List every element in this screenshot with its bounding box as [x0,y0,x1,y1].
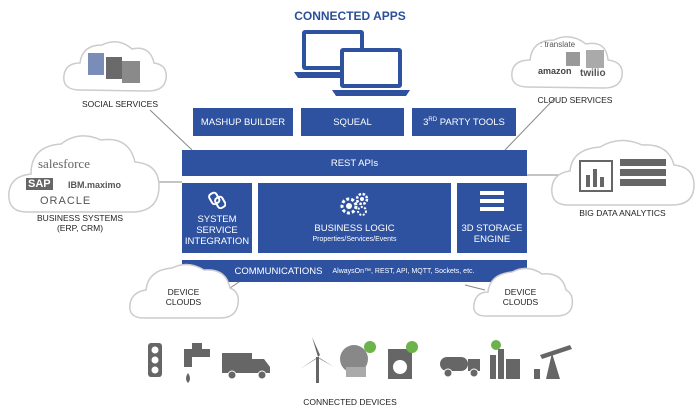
device-clouds-left-label: DEVICE CLOUDS [165,287,202,307]
system-label-3: INTEGRATION [184,236,250,247]
washing-machine-icon [388,341,418,379]
devices-row [148,337,572,383]
system-label-2: SERVICE [196,225,238,236]
twilio-logo: twilio [580,68,606,79]
storage-label-1: 3D STORAGE [461,223,523,234]
squeal-label: SQUEAL [333,116,372,128]
oracle-logo: ORACLE [40,195,92,207]
system-label-1: SYSTEM [197,214,237,225]
translate-logo: : translate [540,40,576,49]
business-logic-sub: Properties/Services/Events [312,236,397,243]
mashup-builder-label: MASHUP BUILDER [200,116,286,128]
device-cloud-right [473,267,574,317]
social-cloud [63,41,167,92]
service-icon [340,341,376,377]
business-logic-label: BUSINESS LOGIC [314,223,395,234]
ibm-maximo-logo: IBM.maximo [68,180,122,190]
tanker-truck-icon [440,357,480,378]
big-data-label: BIG DATA ANALYTICS [579,208,666,218]
device-clouds-right-label: DEVICE CLOUDS [502,287,539,307]
oil-pump-icon [534,345,572,379]
big-data-cloud [551,139,695,206]
link-icon [208,191,226,209]
factory-icon [490,340,520,379]
sap-logo: SAP [26,178,53,190]
device-cloud-left [129,263,240,319]
communications-label: COMMUNICATIONS [234,265,323,277]
cloud-services-label: CLOUD SERVICES [537,95,613,105]
business-systems-label: BUSINESS SYSTEMS (ERP, CRM) [37,213,123,233]
storage-engine-box: 3D STORAGE ENGINE [457,183,527,253]
amazon-logo: amazon [538,66,572,76]
truck-icon [222,353,270,380]
connected-apps-title: CONNECTED APPS [294,9,406,23]
rest-apis-bar: REST APIs [182,150,527,176]
business-logic-box: BUSINESS LOGIC Properties/Services/Event… [258,183,451,253]
squeal-box: SQUEAL [301,108,404,136]
mashup-builder-box: MASHUP BUILDER [193,108,293,136]
communications-bar: COMMUNICATIONS AlwaysOn™, REST, API, MQT… [182,260,527,282]
third-party-tools-box: 3RD PARTY TOOLS [412,108,516,136]
faucet-icon [184,343,210,383]
system-service-integration-box: SYSTEM SERVICE INTEGRATION [182,183,252,253]
laptops-icon [294,30,410,96]
communications-detail: AlwaysOn™, REST, API, MQTT, Sockets, etc… [332,267,475,275]
storage-label-2: ENGINE [473,234,511,245]
business-systems-cloud [8,135,160,213]
salesforce-logo: salesforce [38,156,90,171]
cloud-services-cloud [511,36,623,89]
wind-turbine-icon [300,337,334,383]
connected-devices-label: CONNECTED DEVICES [303,397,397,407]
traffic-light-icon [148,343,162,377]
gears-icon [340,192,369,216]
storage-icon [480,191,504,211]
rest-apis-label: REST APIs [330,157,379,169]
social-services-label: SOCIAL SERVICES [81,99,159,109]
third-party-tools-label: 3RD PARTY TOOLS [423,117,505,129]
